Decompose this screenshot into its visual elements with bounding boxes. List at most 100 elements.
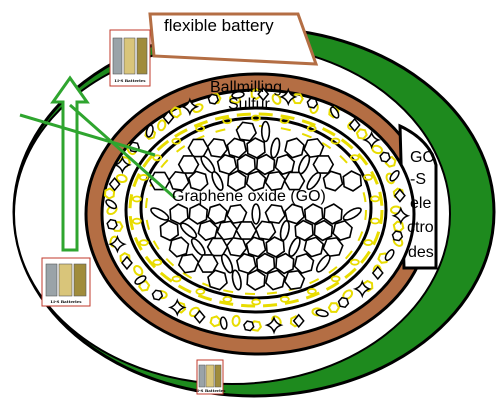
go-hexagon — [264, 203, 286, 225]
go-hexagon — [235, 121, 258, 142]
graphene-oxide-label: Graphene oxide (GO) — [172, 188, 326, 205]
go-flake — [279, 219, 290, 242]
sulfur-particle — [131, 217, 142, 225]
sulfur-particle — [170, 106, 182, 119]
ballmilling-shapes — [105, 86, 411, 335]
go-hexagon — [246, 137, 266, 159]
go-hexagon — [245, 236, 267, 258]
go-hexagon — [206, 137, 229, 159]
ball-hexagon — [207, 93, 220, 105]
go-hexagon — [177, 155, 200, 174]
electrodes-label-line: des — [408, 244, 434, 261]
battery-cell — [58, 263, 73, 297]
ball-oval — [134, 275, 147, 285]
go-hexagon — [254, 220, 277, 241]
go-flake — [270, 137, 281, 159]
go-hexagon — [207, 269, 228, 291]
li-s-battery-icon-bottom: Li-S Batteries — [195, 359, 226, 395]
ball-diamond — [108, 177, 121, 192]
go-hexagon — [197, 219, 219, 242]
go-hexagon — [294, 219, 314, 242]
sulfur-particle — [195, 125, 206, 132]
go-flake — [260, 120, 271, 143]
sulfur-particle — [222, 295, 233, 303]
ball-hexagon — [337, 296, 350, 309]
sulfur-dashed-path-outer — [128, 112, 384, 308]
sulfur-particle — [349, 154, 360, 162]
go-hexagon — [245, 170, 267, 192]
go-hexagon — [216, 154, 238, 175]
go-flake — [306, 171, 322, 191]
go-hexagon — [255, 252, 276, 275]
ball-diamond — [393, 188, 406, 203]
ball-hexagon — [106, 218, 118, 230]
ball-oval — [384, 249, 395, 262]
go-hexagon — [207, 203, 228, 225]
li-s-battery-icon-middle: Li-S Batteries — [41, 257, 91, 307]
ball-oval — [329, 106, 340, 119]
battery-cell — [45, 263, 58, 297]
sulfur-particle — [152, 258, 163, 266]
battery-cell — [205, 364, 215, 388]
go-hexagon — [293, 253, 315, 274]
go-hexagon — [303, 203, 324, 225]
sulfur-particle — [251, 114, 261, 122]
ball-hexagon — [306, 97, 319, 109]
ball-diamond — [371, 265, 384, 281]
sulfur-particle — [171, 137, 182, 145]
go-hexagon — [342, 170, 363, 192]
go-hexagon — [283, 269, 306, 291]
sulfur-particle — [328, 106, 340, 119]
sulfur-particle — [279, 117, 290, 125]
ball-star — [278, 87, 298, 107]
ball-oval — [145, 124, 154, 138]
go-flake — [251, 203, 261, 225]
go-hexagon — [168, 236, 190, 258]
ball-hexagon — [151, 289, 164, 301]
ball-oval — [219, 316, 228, 330]
ball-diamond — [292, 313, 305, 329]
sulfur-particle — [330, 137, 341, 145]
go-hexagon — [284, 137, 305, 159]
go-hexagon — [312, 155, 335, 174]
sulfur-particle — [370, 217, 381, 225]
go-hexagon — [303, 236, 325, 258]
ball-hexagon — [379, 151, 391, 163]
go-hexagon — [275, 252, 295, 275]
go-hexagon — [206, 237, 229, 257]
sulfur-particle — [138, 239, 149, 247]
ball-diamond — [348, 117, 361, 133]
go-hexagon — [159, 219, 180, 242]
go-hexagon — [168, 170, 190, 192]
sulfur-particle — [152, 154, 163, 162]
sulfur-particle — [327, 302, 341, 313]
go-flake — [220, 253, 234, 274]
arrow-line-lower — [69, 103, 176, 200]
sulfur-particle — [195, 288, 206, 295]
sulfur-particle — [138, 174, 149, 181]
go-hexagon — [148, 171, 171, 191]
go-flake — [179, 222, 198, 239]
ball-diamond — [193, 309, 206, 325]
sulfur-particle — [171, 275, 182, 283]
go-hexagon — [265, 236, 286, 258]
ball-hexagon — [243, 320, 255, 332]
go-hexagon — [246, 269, 266, 291]
electrodes-label-line: ele — [410, 195, 431, 212]
sulfur-particle — [192, 103, 204, 114]
go-hexagon — [284, 203, 305, 225]
sulfur-particle — [363, 173, 374, 181]
ball-star — [108, 234, 127, 254]
ball-star — [180, 97, 200, 117]
ball-diamond — [162, 110, 175, 125]
go-flake — [150, 207, 170, 221]
go-hexagon — [235, 221, 258, 240]
battery-cell — [123, 37, 136, 75]
ball-oval — [105, 199, 118, 210]
ball-oval — [231, 91, 245, 99]
go-hexagon — [303, 137, 325, 159]
sulfur-particle — [370, 195, 381, 203]
graphene-oxide-hexagons — [148, 120, 363, 291]
go-flake — [211, 171, 224, 191]
